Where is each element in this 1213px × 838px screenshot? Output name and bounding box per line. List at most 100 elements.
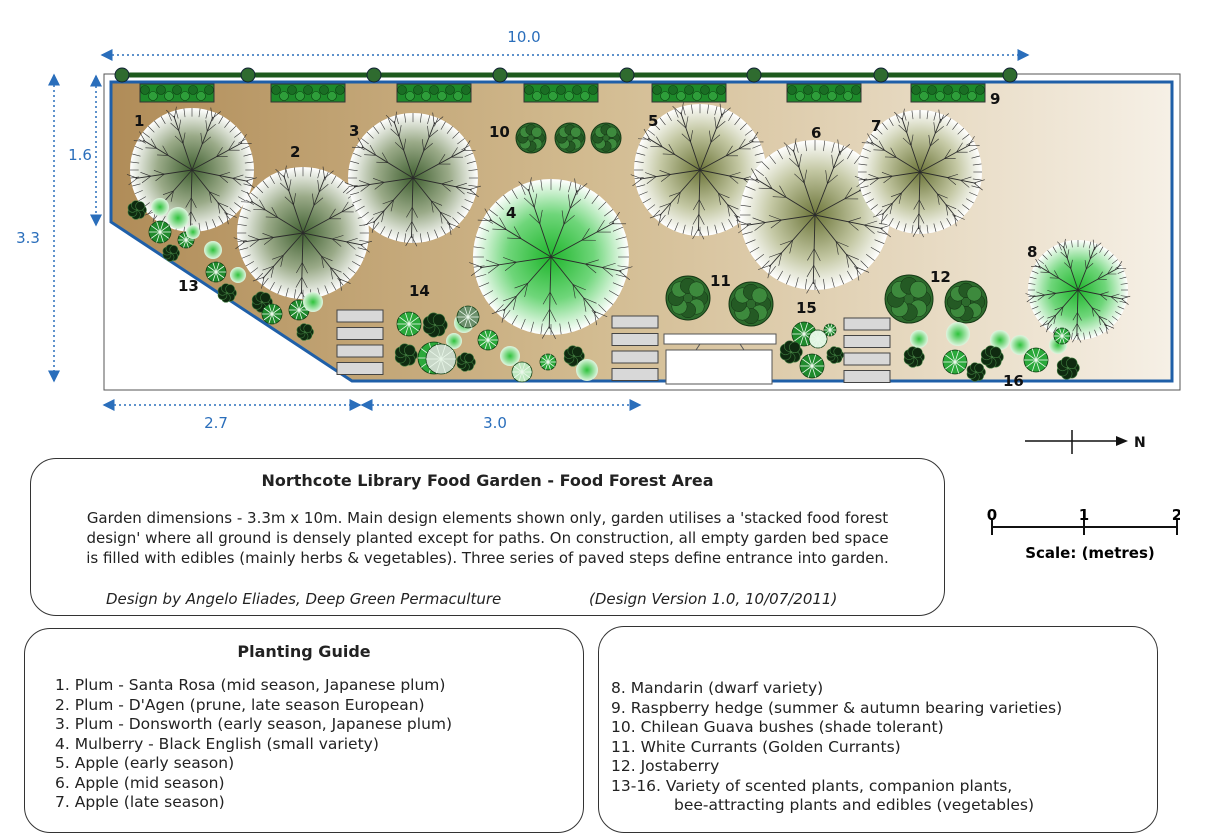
dimension-bottom-right: 3.0 — [483, 414, 507, 432]
trees — [126, 102, 1131, 343]
guide-item: 3. Plum - Donsworth (early season, Japan… — [55, 715, 453, 733]
paving-stone — [611, 333, 659, 346]
step-series — [336, 309, 384, 375]
guide-item: 11. White Currants (Golden Currants) — [611, 737, 901, 756]
paved-steps — [336, 309, 891, 383]
companion-plant — [425, 343, 457, 375]
guide-item: 2. Plum - D'Agen (prune, late season Eur… — [55, 695, 425, 714]
guide-item: 12. Jostaberry — [611, 757, 720, 775]
fence-post — [240, 67, 256, 83]
hedge-planter — [786, 83, 862, 103]
hedge-planter — [523, 83, 599, 103]
paving-stone — [843, 370, 891, 383]
scale-tick-1: 1 — [1079, 506, 1089, 524]
tree-apple-early — [630, 102, 770, 240]
hedge-planter — [139, 83, 215, 103]
label-14: 14 — [409, 282, 430, 300]
label-1: 1 — [134, 112, 144, 130]
dark-plant — [456, 352, 476, 372]
dark-plant — [296, 323, 314, 341]
herb — [204, 241, 222, 259]
label-10: 10 — [489, 123, 510, 141]
guide-item: 4. Mulberry - Black English (small varie… — [55, 734, 379, 753]
guide-item: 9. Raspberry hedge (summer & autumn bear… — [611, 698, 1063, 717]
paving-stone — [611, 315, 659, 329]
dark-plant — [1056, 356, 1080, 380]
paving-stone — [336, 309, 384, 323]
fence-post — [492, 67, 508, 83]
dark-plant — [394, 343, 418, 367]
description-line: design' where all ground is densely plan… — [86, 529, 889, 547]
dark-plant — [563, 345, 585, 367]
planting-guide-list-right: 8. Mandarin (dwarf variety) 9. Raspberry… — [611, 679, 1157, 816]
dark-plant — [966, 362, 986, 382]
dark-plant — [826, 346, 844, 364]
paving-stone — [336, 344, 384, 358]
companion-plant — [456, 305, 480, 329]
dimension-lines — [48, 49, 1030, 411]
companion-plant — [799, 353, 825, 379]
label-4: 4 — [506, 204, 516, 222]
tree-plum-dagen — [233, 165, 373, 303]
guide-item: 6. Apple (mid season) — [55, 773, 225, 792]
planting-guide-list-left: 1. Plum - Santa Rosa (mid season, Japane… — [55, 676, 583, 813]
shrub — [944, 280, 988, 324]
dark-plant — [217, 283, 237, 303]
companion-plant — [1053, 327, 1071, 345]
companion-plant — [1023, 347, 1049, 373]
paving-stone — [336, 327, 384, 340]
herb — [303, 292, 323, 312]
north-label: N — [1134, 435, 1146, 451]
label-13: 13 — [178, 277, 199, 295]
fence-post — [1002, 67, 1018, 83]
dimension-top: 10.0 — [507, 28, 540, 46]
dark-plant — [127, 200, 147, 220]
fence-post — [619, 67, 635, 83]
fence-post — [873, 67, 889, 83]
step-series — [611, 315, 659, 381]
guide-item: bee-attracting plants and edibles (veget… — [674, 796, 1035, 814]
paving-stone — [843, 335, 891, 348]
shrub — [590, 122, 622, 154]
companion-plant — [823, 323, 837, 337]
companion-plant — [808, 329, 828, 349]
label-7: 7 — [871, 117, 881, 135]
guide-item: 8. Mandarin (dwarf variety) — [611, 679, 824, 697]
companion-plant — [396, 311, 422, 337]
guide-item: 1. Plum - Santa Rosa (mid season, Japane… — [55, 676, 446, 694]
label-15: 15 — [796, 299, 817, 317]
companion-plant — [942, 349, 968, 375]
herb — [910, 330, 928, 348]
dimension-left-side: 1.6 — [68, 146, 92, 164]
fence-posts — [114, 67, 1018, 83]
design-version: (Design Version 1.0, 10/07/2011) — [589, 590, 838, 608]
label-16: 16 — [1003, 372, 1024, 390]
guide-item: 10. Chilean Guava bushes (shade tolerant… — [611, 718, 944, 736]
companion-plant — [148, 220, 172, 244]
raspberry-hedge — [139, 83, 986, 103]
dark-plant — [779, 340, 803, 364]
paving-stone — [336, 362, 384, 375]
fence-post — [366, 67, 382, 83]
planting-guide-title: Planting Guide — [237, 642, 371, 661]
companion-plant — [511, 361, 533, 383]
herb — [1010, 335, 1030, 355]
herb — [990, 330, 1010, 350]
scale-label: Scale: (metres) — [1025, 544, 1155, 562]
description-line: is filled with edibles (mainly herbs & v… — [86, 549, 889, 567]
hedge-planter — [270, 83, 346, 103]
shrub — [554, 122, 586, 154]
north-arrow: N — [1025, 430, 1146, 454]
herb — [500, 346, 520, 366]
herb — [230, 267, 246, 283]
description-text: Garden dimensions - 3.3m x 10m. Main des… — [43, 508, 932, 568]
shrub — [515, 122, 547, 154]
companion-plant — [477, 329, 499, 351]
small-plants — [127, 122, 1080, 383]
tree-mulberry — [469, 177, 633, 340]
dimension-left-total: 3.3 — [16, 229, 40, 247]
description-box: Northcote Library Food Garden - Food For… — [30, 458, 945, 616]
planting-guide-box: Planting Guide 1. Plum - Santa Rosa (mid… — [24, 628, 584, 833]
guide-item: 5. Apple (early season) — [55, 754, 235, 772]
bench — [663, 333, 777, 385]
